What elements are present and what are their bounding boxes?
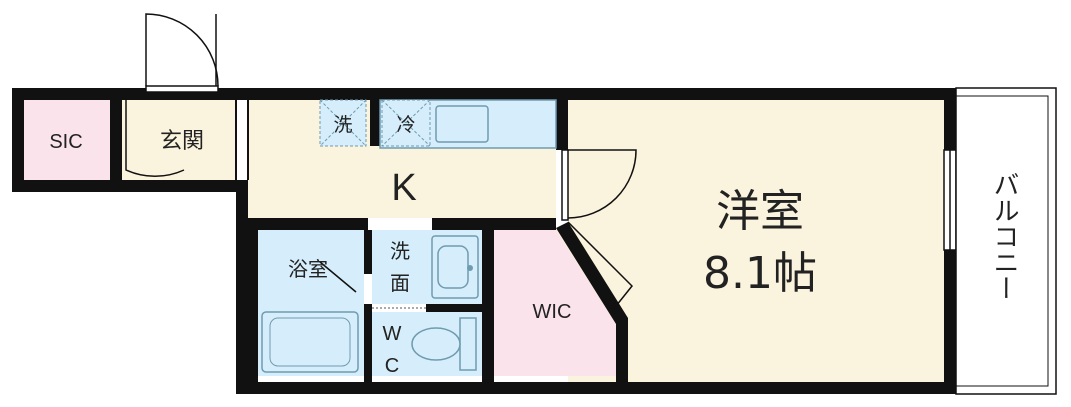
- western-room-label: 洋室: [716, 186, 804, 237]
- interior-walls: [110, 100, 628, 382]
- entrance-label: 玄関: [160, 129, 204, 154]
- washroom-label-1: 洗: [390, 239, 410, 263]
- wic-floor: [494, 230, 616, 376]
- western-room-floor: [568, 100, 944, 382]
- washbasin: [431, 235, 479, 299]
- sic-label: SIC: [49, 131, 82, 153]
- fridge-label: 冷: [396, 114, 415, 136]
- wic-label: WIC: [533, 301, 572, 323]
- bathroom-label: 浴室: [288, 257, 328, 281]
- balcony-label: バルコニー: [989, 171, 1019, 301]
- western-room-size-label: 8.1帖: [703, 248, 817, 299]
- sic-floor: [24, 100, 110, 180]
- wc-label-1: W: [383, 323, 402, 345]
- fridge-space: [381, 99, 431, 147]
- toilet: [411, 317, 477, 371]
- washer-space: [319, 99, 367, 147]
- bathtub: [261, 311, 359, 373]
- kitchen-label: K: [391, 167, 416, 209]
- entrance-floor: [122, 100, 236, 180]
- washroom-label-2: 面: [390, 271, 410, 295]
- balcony: [955, 87, 1057, 395]
- doors: [125, 13, 637, 307]
- wc-label-2: C: [385, 355, 399, 377]
- washer-label: 洗: [333, 114, 352, 136]
